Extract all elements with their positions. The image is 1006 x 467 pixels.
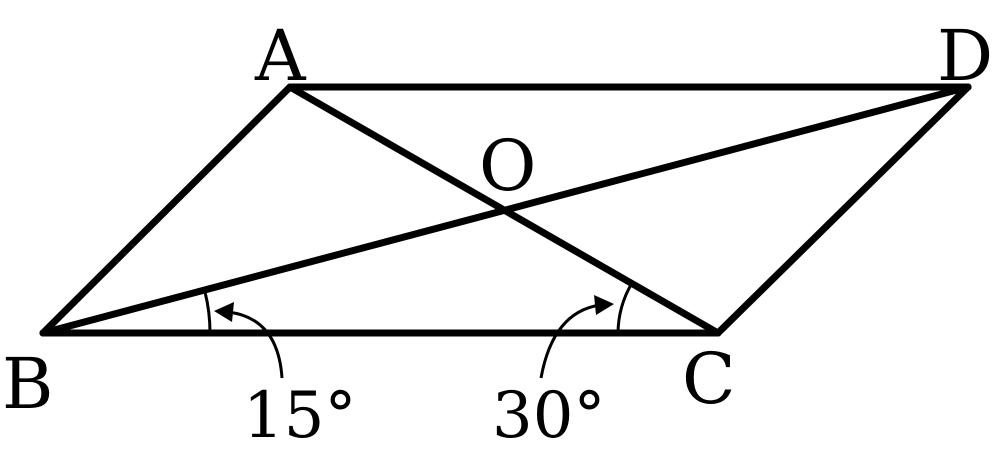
side-dc [714, 83, 972, 337]
arrowhead-30 [594, 295, 614, 315]
label-c: C [682, 338, 736, 420]
side-ab [39, 83, 294, 337]
arrowhead-15 [214, 302, 234, 322]
label-d: D [937, 15, 993, 97]
label-o: O [479, 125, 536, 207]
angle-label-30: 30° [492, 379, 605, 453]
label-b: B [2, 343, 53, 425]
angle-arc-b [203, 291, 212, 334]
angle-leader-30 [539, 303, 601, 379]
diagonal-bd [39, 83, 972, 337]
label-a: A [254, 15, 307, 97]
angle-arc-c [616, 282, 634, 334]
angle-leader-15 [227, 310, 284, 379]
angle-label-15: 15° [243, 379, 356, 453]
